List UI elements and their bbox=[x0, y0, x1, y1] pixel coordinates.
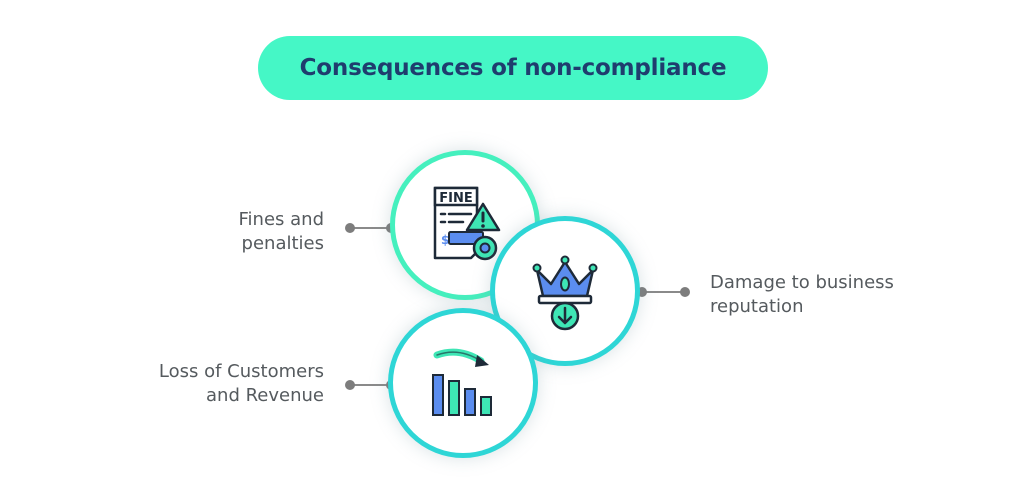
crown-down-arrow-icon bbox=[527, 250, 603, 332]
connector-dot-reputation-outer bbox=[680, 287, 690, 297]
connector-dot-fines-outer bbox=[345, 223, 355, 233]
label-customers-line-2: and Revenue bbox=[206, 385, 324, 406]
customers-circle bbox=[388, 308, 538, 458]
connector-fines bbox=[350, 227, 392, 229]
declining-bar-chart-icon bbox=[425, 345, 501, 421]
label-fines-line-2: penalties bbox=[241, 233, 324, 254]
label-customers: Loss of Customers and Revenue bbox=[159, 360, 324, 408]
label-reputation-line-2: reputation bbox=[710, 296, 804, 317]
fine-icon-text: FINE bbox=[439, 191, 472, 206]
label-fines: Fines and penalties bbox=[239, 208, 325, 256]
label-customers-line-1: Loss of Customers bbox=[158, 361, 324, 382]
title-pill: Consequences of non-compliance bbox=[258, 36, 768, 100]
connector-dot-customers-outer bbox=[345, 380, 355, 390]
label-fines-line-1: Fines and bbox=[238, 209, 325, 230]
dollar-sign-text: $ bbox=[441, 233, 449, 247]
connector-dot-reputation-inner bbox=[637, 287, 647, 297]
fine-document-warning-icon: FINE $ bbox=[427, 184, 503, 266]
page-title: Consequences of non-compliance bbox=[299, 55, 727, 81]
connector-customers bbox=[350, 384, 392, 386]
label-reputation: Damage to business reputation bbox=[710, 271, 894, 319]
connector-reputation bbox=[642, 291, 686, 293]
label-reputation-line-1: Damage to business bbox=[710, 272, 894, 293]
